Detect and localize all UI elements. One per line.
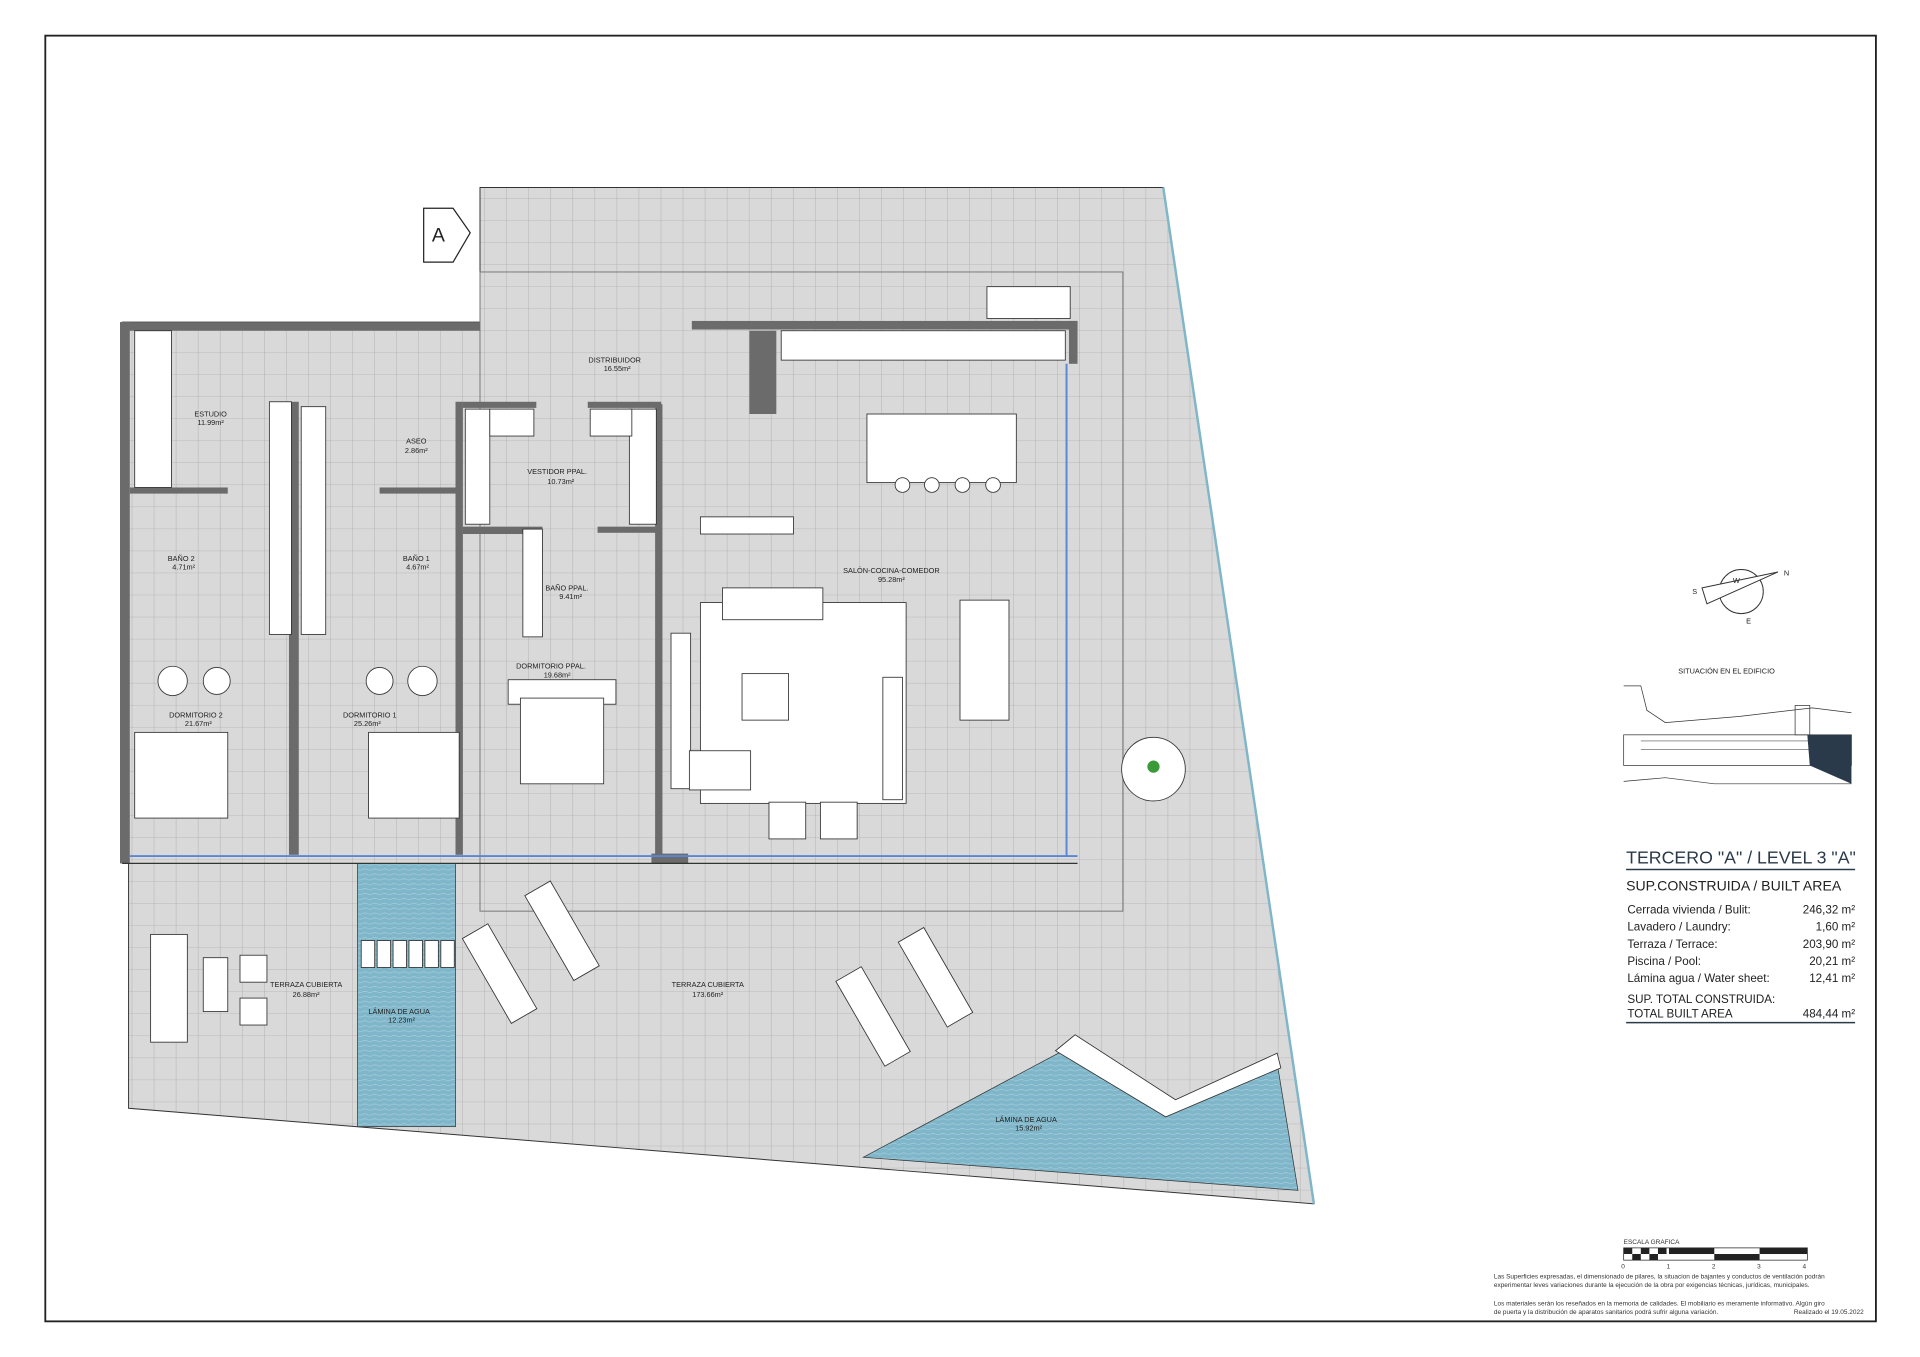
legend-row-label: Lavadero / Laundry: [1627,921,1730,934]
room-area: 10.73m² [547,477,574,486]
room-area: 9.41m² [559,592,582,601]
legend-row-label: Cerrada vivienda / Bulit: [1627,904,1750,917]
area-legend: TERCERO "A" / LEVEL 3 "A" SUP.CONSTRUIDA… [1626,847,1856,1024]
scale-tick: 2 [1712,1264,1716,1271]
legend-total-label: TOTAL BUILT AREA [1627,1008,1733,1021]
room-name: TERRAZA CUBIERTA [270,980,342,989]
legend-row-value: 203,90 m² [1803,938,1855,951]
room-area: 4.67m² [406,563,429,572]
disclaimer-notes: Las Superficies expresadas, el dimension… [1494,1274,1864,1317]
entrance-label: A [432,224,446,246]
stepping-stones [360,940,455,968]
room-area: 2.86m² [405,446,428,455]
scale-tick: 4 [1802,1264,1806,1271]
compass-n: N [1784,569,1789,578]
legend-subtitle: SUP.CONSTRUIDA / BUILT AREA [1626,877,1842,893]
room-name: TERRAZA CUBIERTA [672,980,744,989]
compass-w: W [1733,576,1740,585]
room-name: DORMITORIO PPAL. [516,662,586,671]
legend-total-value: 484,44 m² [1803,1008,1855,1021]
legend-title: TERCERO "A" / LEVEL 3 "A" [1626,847,1856,867]
compass-e: E [1746,616,1751,625]
room-area: 95.28m² [878,575,905,584]
legend-total-label: SUP. TOTAL CONSTRUIDA: [1627,993,1775,1006]
room-area: 16.55m² [604,364,631,373]
room-name: BAÑO 2 [168,554,195,563]
room-name: VESTIDOR PPAL. [527,467,587,476]
covered-terrace-outline [479,271,1124,912]
legend-row-label: Terraza / Terrace: [1627,938,1717,951]
graphic-scale: ESCALA GRAFICA 0 1 2 3 4 [1621,1239,1808,1271]
legend-row-value: 20,21 m² [1809,955,1855,968]
note-line: Los materiales serán los reseñados en la… [1494,1300,1825,1307]
room-area: 11.99m² [197,418,224,427]
room-name: ASEO [406,436,427,445]
room-area: 173.66m² [692,990,724,999]
scale-tick: 1 [1667,1264,1671,1271]
walls [120,320,1078,864]
room-name: BAÑO 1 [403,554,430,563]
room-area: 26.88m² [293,990,320,999]
room-area: 15.92m² [1015,1123,1042,1132]
scale-tick: 0 [1621,1264,1625,1271]
sheet-border [44,34,1877,1323]
entrance-marker: A [423,207,471,263]
note-line: Las Superficies expresadas, el dimension… [1494,1274,1825,1281]
scale-tick: 3 [1757,1264,1761,1271]
room-area: 4.71m² [172,563,195,572]
compass-s: S [1692,587,1697,596]
furniture [134,286,1186,1067]
room-area: 12.23m² [388,1016,415,1025]
room-area: 19.68m² [544,670,571,679]
room-name: LÁMINA DE AGUA [995,1115,1057,1124]
legend-row-label: Lámina agua / Water sheet: [1627,972,1769,985]
room-name: BAÑO PPAL. [545,583,588,592]
room-area: 21.67m² [185,719,212,728]
room-name: DORMITORIO 2 [169,711,223,720]
legend-row-value: 12,41 m² [1809,972,1855,985]
legend-row-label: Piscina / Pool: [1627,955,1701,968]
pool-edge [1054,1034,1282,1118]
room-name: ESTUDIO [194,409,227,418]
water-sheet-1 [357,863,456,1128]
legend-row-value: 1,60 m² [1816,921,1856,934]
legend-row-value: 246,32 m² [1803,904,1855,917]
compass-icon: W N S E [1692,569,1789,626]
room-name: SALÓN-COCINA-COMEDOR [843,566,940,575]
note-line: experimentar leves variaciones durante l… [1494,1282,1810,1289]
room-name: LÁMINA DE AGUA [368,1007,430,1016]
room-name: DORMITORIO 1 [343,711,397,720]
note-date: Realizado el 19.05.2022 [1794,1309,1864,1316]
note-line: de puerta y la distribución de aparatos … [1494,1309,1719,1316]
room-area: 25.26m² [354,719,381,728]
building-situation-image [1623,685,1852,785]
room-name: DISTRIBUIDOR [588,356,641,365]
scale-title: ESCALA GRAFICA [1624,1239,1680,1246]
situation-title: SITUACIÓN EN EL EDIFICIO [1678,667,1775,676]
